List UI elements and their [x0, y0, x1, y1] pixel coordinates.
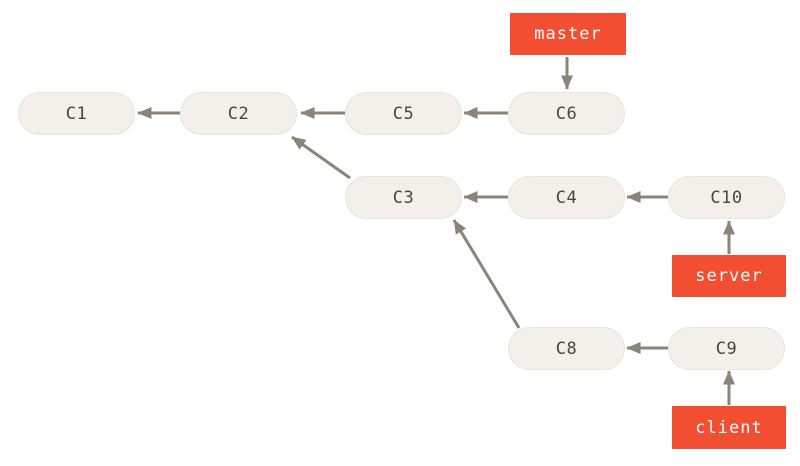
commit-node-c6: C6	[508, 92, 625, 135]
commit-label: C9	[715, 338, 738, 359]
branch-ref-label: server	[695, 266, 763, 286]
commit-label: C6	[555, 103, 578, 124]
branch-ref-master: master	[510, 13, 626, 55]
commit-node-c2: C2	[180, 92, 297, 135]
commit-label: C5	[392, 103, 415, 124]
commit-label: C3	[392, 187, 415, 208]
commit-node-c5: C5	[345, 92, 462, 135]
branch-ref-label: master	[534, 24, 602, 44]
commit-node-c8: C8	[508, 327, 625, 370]
branch-ref-label: client	[695, 417, 763, 438]
commit-node-c3: C3	[345, 176, 462, 219]
commit-node-c9: C9	[668, 327, 785, 370]
commit-label: C2	[227, 103, 250, 124]
commit-label: C1	[65, 103, 88, 124]
edge-c8-to-c3	[452, 219, 521, 329]
commit-node-c10: C10	[668, 176, 785, 219]
edge-c3-to-c2	[291, 135, 351, 180]
branch-ref-client: client	[672, 406, 786, 449]
commit-node-c1: C1	[18, 92, 135, 135]
commit-node-c4: C4	[508, 176, 625, 219]
branch-ref-server: server	[672, 255, 786, 297]
commit-label: C10	[710, 187, 743, 208]
commit-label: C4	[555, 187, 578, 208]
commit-label: C8	[555, 338, 578, 359]
